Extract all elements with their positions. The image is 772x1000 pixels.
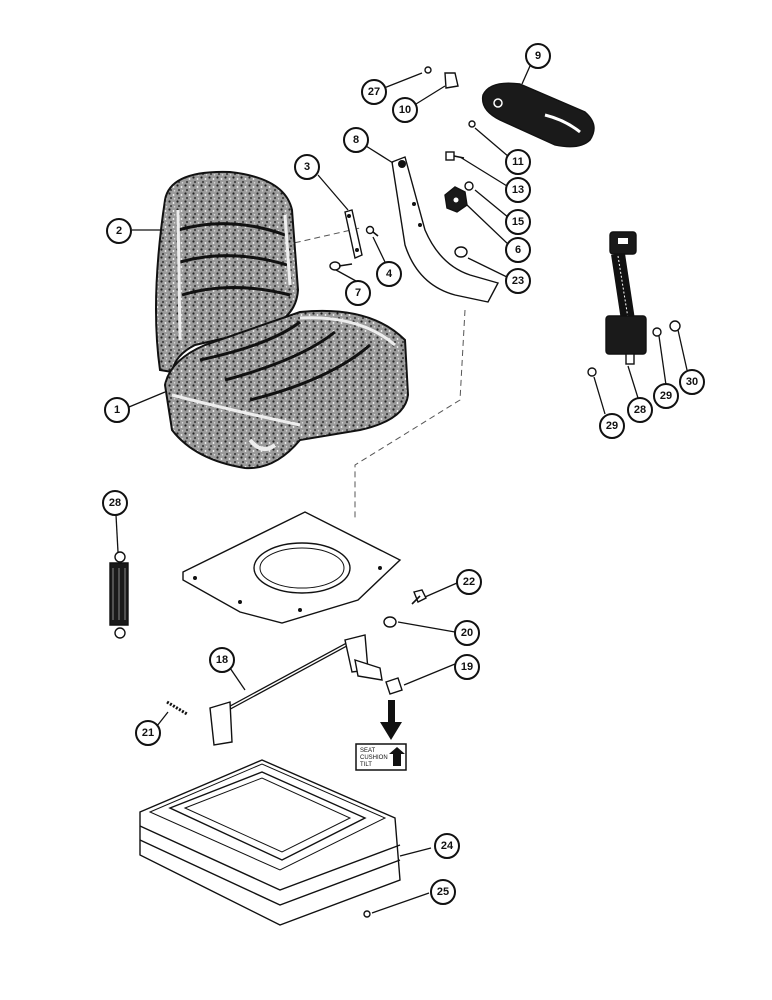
callout-9: 9	[525, 43, 551, 69]
callout-19: 19	[454, 654, 480, 680]
callout-22-label: 22	[463, 576, 475, 588]
callout-25: 25	[430, 879, 456, 905]
callout-29-left: 29	[599, 413, 625, 439]
backrest-part	[155, 170, 300, 374]
screw-part-11	[468, 120, 476, 128]
bolt-part-7	[329, 261, 353, 271]
callout-10: 10	[392, 97, 418, 123]
swivel-base-plate	[182, 511, 402, 624]
washer-part-15	[464, 181, 474, 191]
callout-30: 30	[679, 369, 705, 395]
seat-belt-part-28-left	[109, 551, 129, 639]
callout-20-label: 20	[461, 627, 473, 639]
callout-19-label: 19	[461, 661, 473, 673]
bellows-part-24	[139, 759, 401, 926]
callout-21: 21	[135, 720, 161, 746]
knob-part-6	[444, 186, 468, 213]
armrest-pad-part-9	[481, 82, 595, 148]
callout-30-label: 30	[686, 376, 698, 388]
callout-25-label: 25	[437, 886, 449, 898]
callout-9-label: 9	[535, 50, 541, 62]
callout-13-label: 13	[512, 184, 524, 196]
callout-1: 1	[104, 397, 130, 423]
callout-1-label: 1	[114, 404, 120, 416]
callout-10-label: 10	[399, 104, 411, 116]
lever-rod-part-18	[209, 634, 383, 746]
callout-6: 6	[505, 237, 531, 263]
callout-29-left-label: 29	[606, 420, 618, 432]
callout-3: 3	[294, 154, 320, 180]
callout-7-label: 7	[355, 287, 361, 299]
decal-line-1: SEAT	[360, 748, 376, 754]
assembly-line-backrest	[284, 227, 361, 246]
callout-29-right: 29	[653, 383, 679, 409]
callout-28-right-label: 28	[634, 404, 646, 416]
callout-15: 15	[505, 209, 531, 235]
screw-part-25	[363, 910, 371, 918]
callout-2-label: 2	[116, 225, 122, 237]
callout-18-label: 18	[216, 654, 228, 666]
callout-4-label: 4	[386, 268, 393, 280]
callout-24-label: 24	[441, 840, 454, 852]
decal-line-3: TILT	[360, 762, 372, 768]
clip-part-10	[444, 72, 459, 89]
washer-part-29-left	[587, 367, 597, 377]
nut-part-30	[669, 320, 681, 332]
callout-18: 18	[209, 647, 235, 673]
leader-lines	[115, 65, 688, 914]
callout-7: 7	[345, 280, 371, 306]
callout-2: 2	[106, 218, 132, 244]
callout-13: 13	[505, 177, 531, 203]
callout-21-label: 21	[142, 727, 154, 739]
callout-23-label: 23	[512, 275, 524, 287]
bolt-part-13	[445, 151, 465, 161]
seat-belt-buckle-part-28	[605, 231, 647, 365]
callout-8: 8	[343, 127, 369, 153]
callout-29-right-label: 29	[660, 390, 672, 402]
callout-3-label: 3	[304, 161, 310, 173]
callout-11-label: 11	[512, 156, 524, 168]
bolt-part-22	[411, 589, 427, 605]
bushing-part-20	[383, 616, 397, 628]
seat-cushion-tilt-decal: SEAT CUSHION TILT	[355, 700, 407, 771]
callout-4: 4	[376, 261, 402, 287]
callout-27-label: 27	[368, 86, 380, 98]
callout-8-label: 8	[353, 134, 359, 146]
callout-15-label: 15	[512, 216, 524, 228]
grip-part-19	[385, 677, 403, 695]
callout-23: 23	[505, 268, 531, 294]
nut-part-23	[454, 246, 468, 258]
callout-20: 20	[454, 620, 480, 646]
screw-part-27	[424, 66, 432, 74]
bracket-part-3	[344, 209, 363, 259]
seat-cushion-part	[163, 309, 410, 470]
callout-24: 24	[434, 833, 460, 859]
armrest-bracket-part-8	[391, 156, 500, 303]
washer-part-29-right	[652, 327, 662, 337]
callout-22: 22	[456, 569, 482, 595]
callout-28-left: 28	[102, 490, 128, 516]
pin-part-21	[166, 700, 188, 716]
callout-28-right: 28	[627, 397, 653, 423]
callout-27: 27	[361, 79, 387, 105]
callout-28-left-label: 28	[109, 497, 121, 509]
assembly-line-bracket	[354, 309, 466, 520]
callout-6-label: 6	[515, 244, 521, 256]
callout-11: 11	[505, 149, 531, 175]
screw-part-4	[365, 225, 379, 237]
decal-line-2: CUSHION	[360, 755, 388, 761]
